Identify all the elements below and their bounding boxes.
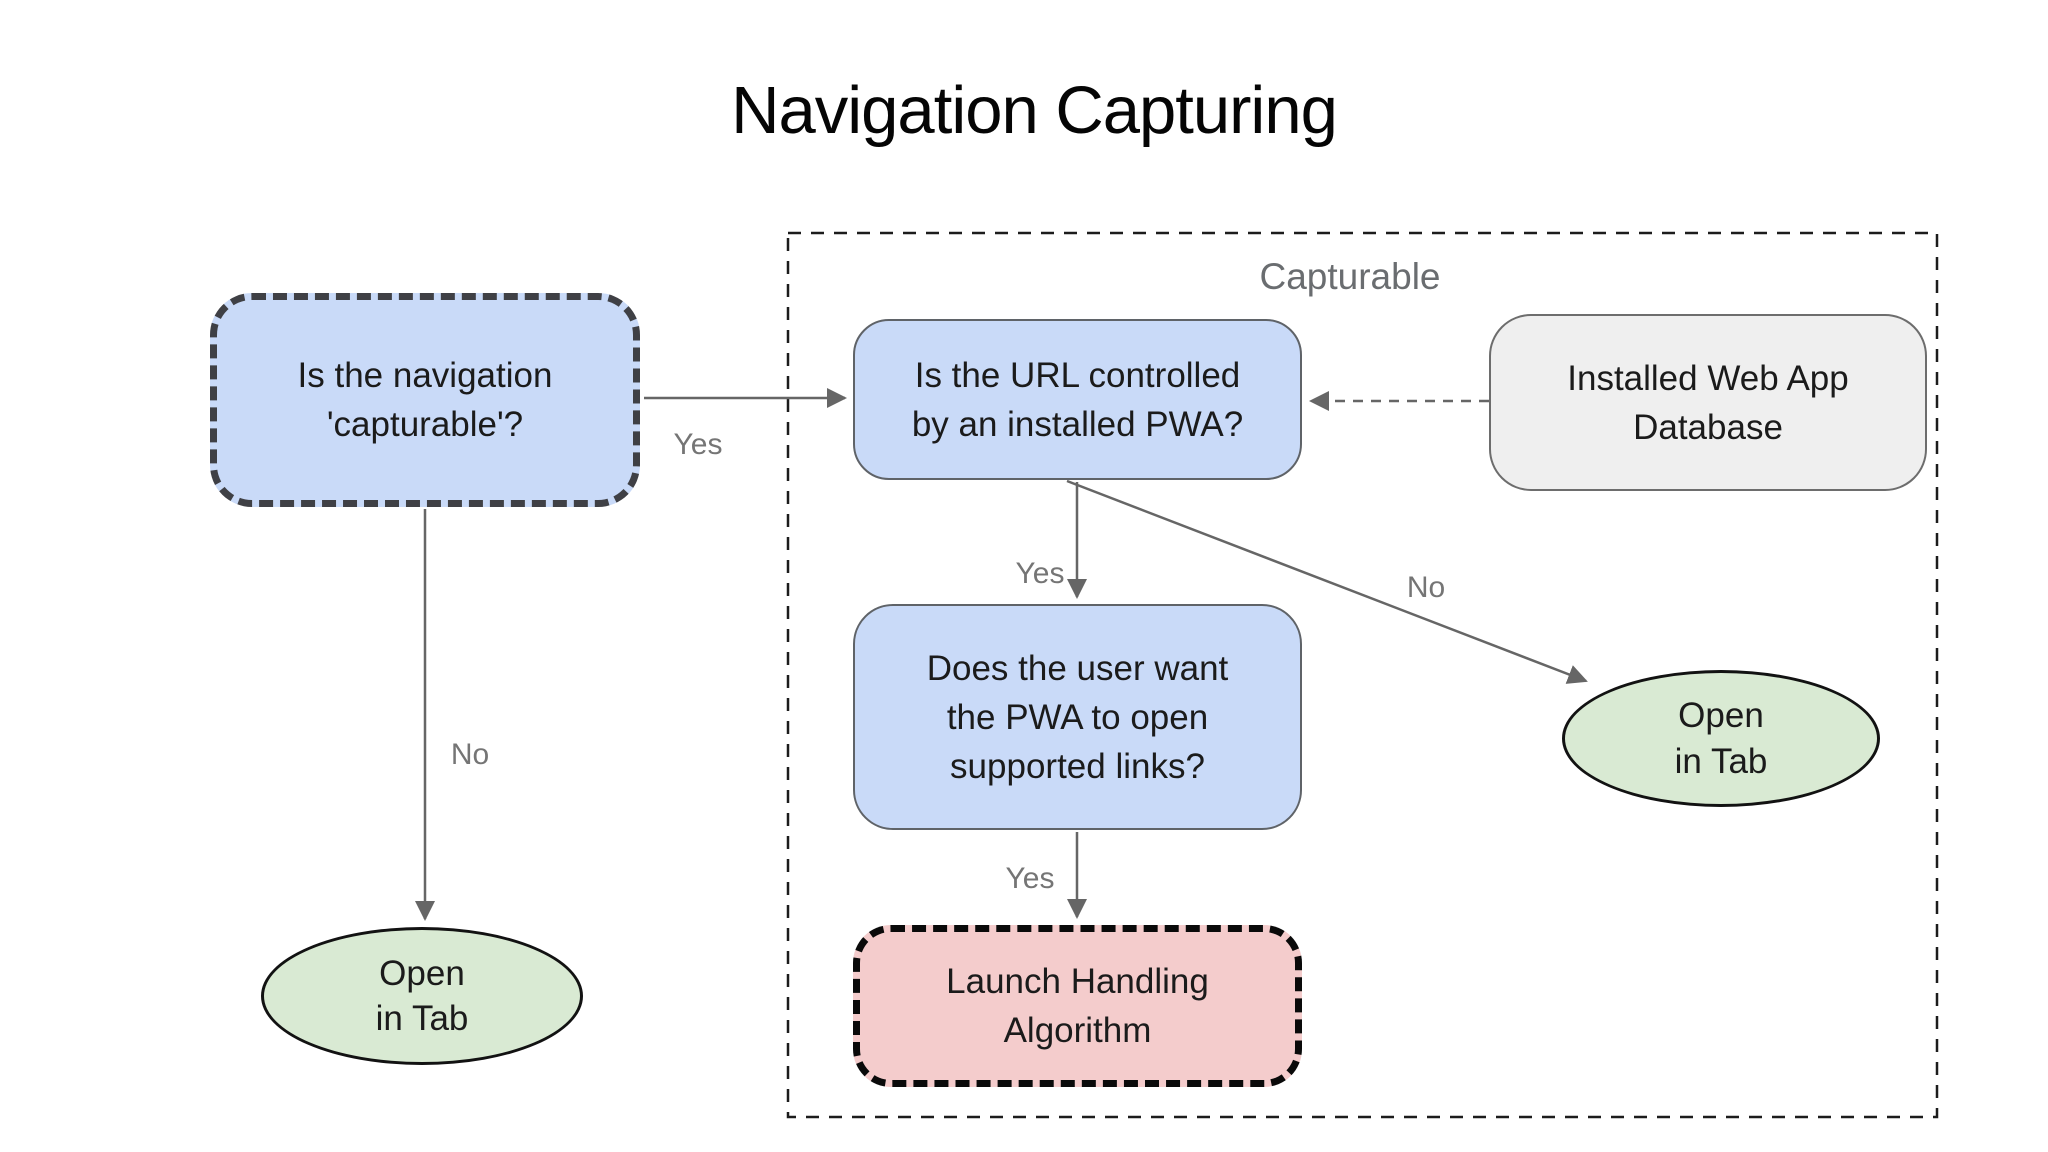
edge-controlled-no-arrow — [1066, 479, 1588, 684]
capturable-group-label: Capturable — [1259, 256, 1441, 297]
node-is-navigation-capturable-text: Is the navigation'capturable'? — [297, 356, 553, 444]
edge-label-controlled-yes: Yes — [1015, 557, 1065, 590]
node-is-navigation-capturable: Is the navigation'capturable'? — [210, 293, 640, 507]
capturable-group-outline — [786, 231, 1939, 1119]
edge-label-capturable-yes: Yes — [673, 428, 723, 461]
edge-label-supported-yes: Yes — [1005, 862, 1055, 895]
edge-label-capturable-no: No — [450, 738, 490, 771]
diagram-title: Navigation Capturing — [731, 73, 1338, 148]
edge-label-controlled-no: No — [1406, 571, 1446, 604]
